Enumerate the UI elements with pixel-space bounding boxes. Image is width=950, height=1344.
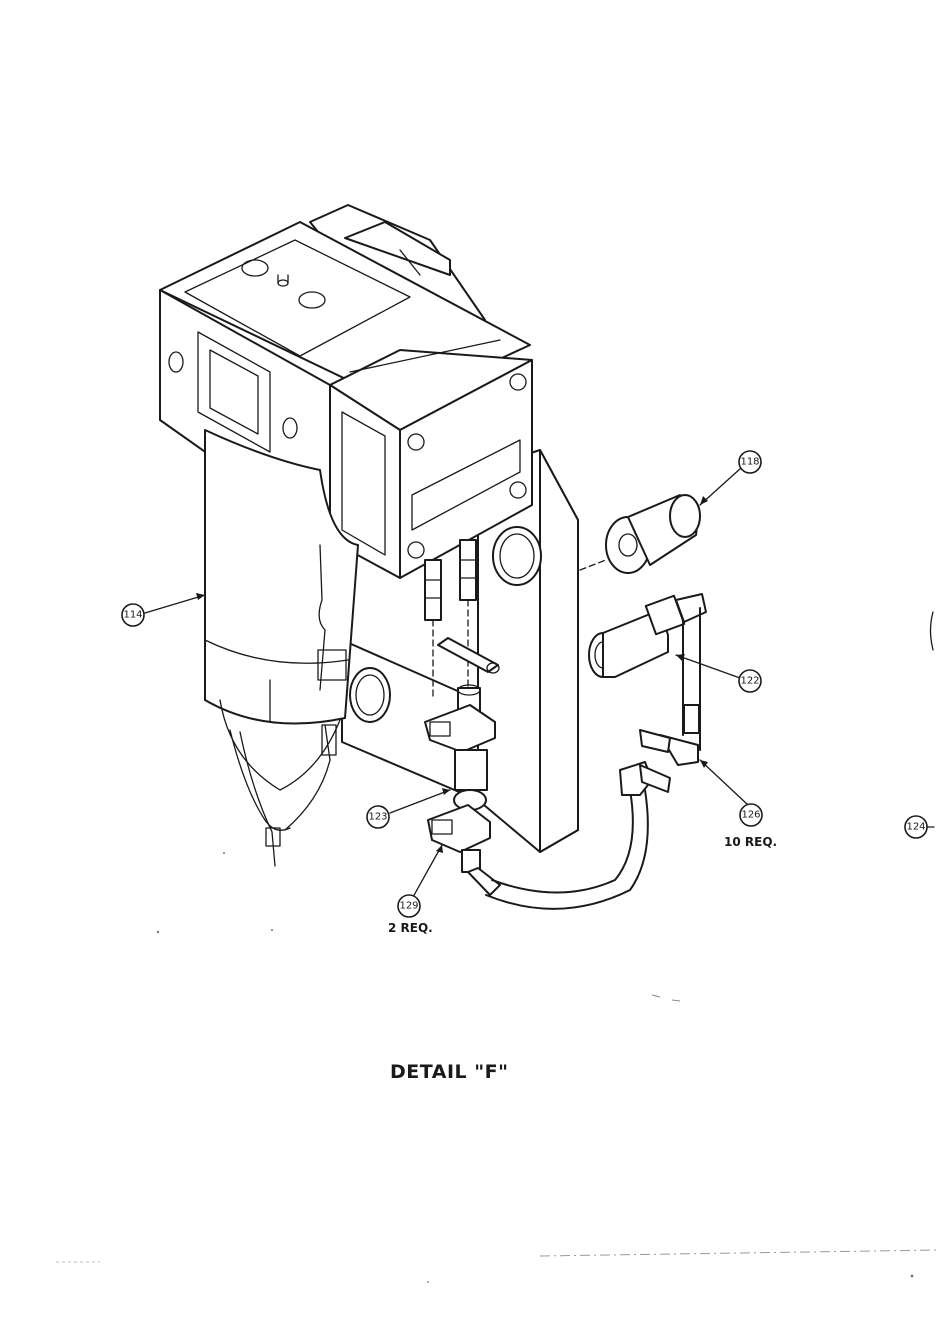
callout-114: 114	[122, 604, 144, 626]
detail-title: DETAIL "F"	[390, 1061, 509, 1083]
callout-129-label: 129	[399, 901, 418, 912]
callout-118-label: 118	[740, 457, 759, 468]
callout-118: 118	[739, 451, 761, 473]
right-edge-mark	[931, 612, 934, 650]
note-129-quantity: 2 REQ.	[388, 921, 433, 935]
callout-124-label: 124	[906, 822, 925, 833]
callout-123: 123	[367, 806, 389, 828]
callout-122-label: 122	[740, 676, 759, 687]
part-118-fitting	[580, 495, 700, 573]
callout-122: 122	[739, 670, 761, 692]
callout-126: 126	[740, 804, 762, 826]
part-122-connector	[589, 594, 706, 765]
callout-126-label: 126	[741, 810, 760, 821]
callout-123-label: 123	[368, 812, 387, 823]
callout-129: 129	[398, 895, 420, 917]
callout-124: 124	[905, 816, 927, 838]
callout-114-label: 114	[123, 610, 142, 621]
note-126-quantity: 10 REQ.	[724, 835, 777, 849]
